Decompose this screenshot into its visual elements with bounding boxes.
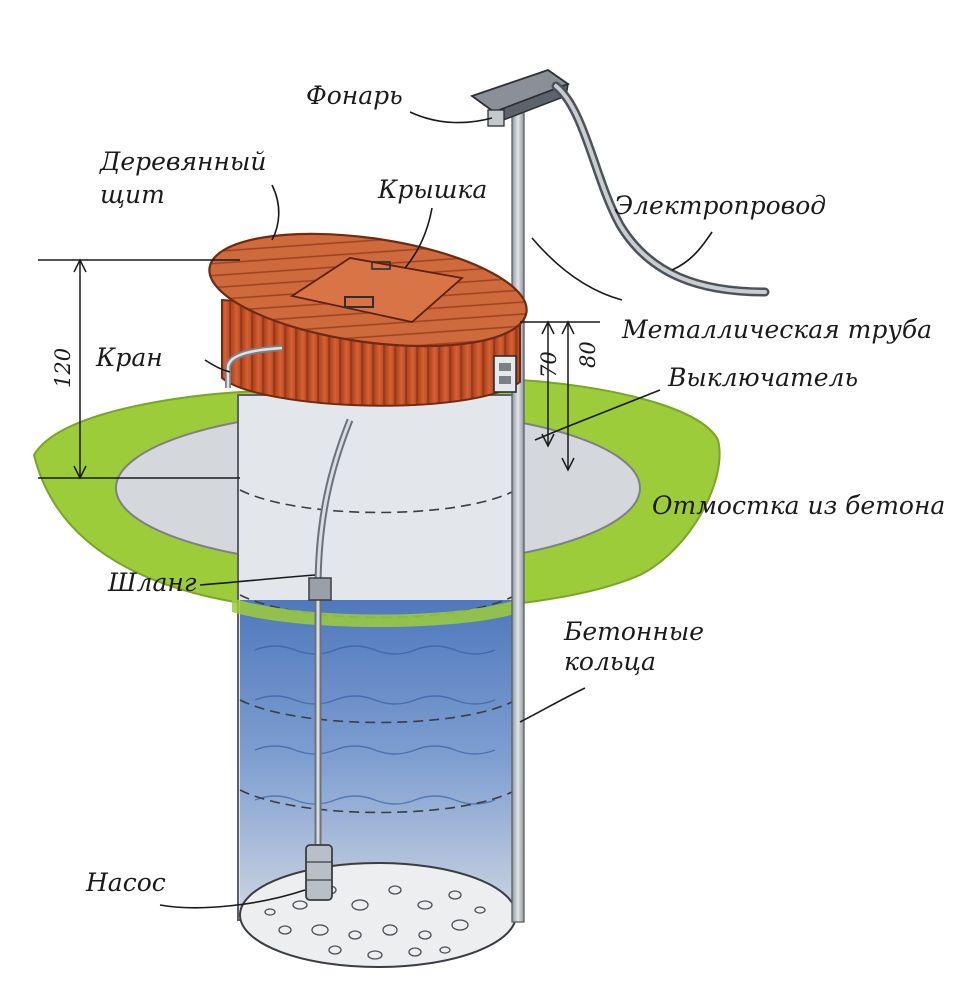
label-metal-pipe: Металлическая труба	[621, 315, 932, 344]
hose-coupling	[308, 577, 332, 601]
leader-lines	[159, 111, 713, 909]
label-tap: Кран	[95, 343, 163, 372]
label-wooden-shield-line2: щит	[100, 180, 165, 209]
hatch-lid	[289, 257, 464, 323]
dimension-lines	[38, 258, 600, 480]
lid-handle-back	[371, 261, 391, 270]
label-rings-line2: кольца	[564, 647, 656, 676]
label-switch: Выключатель	[667, 363, 858, 392]
metal-pipe	[511, 111, 525, 923]
lantern-icon	[470, 69, 570, 127]
water-waves	[254, 645, 496, 805]
tap-icon	[225, 345, 283, 388]
label-hose: Шланг	[107, 568, 197, 597]
switch-box-icon	[493, 355, 517, 393]
label-lid: Крышка	[377, 175, 487, 204]
dimension-80: 80	[576, 341, 600, 368]
pump-icon	[305, 844, 333, 901]
label-lantern: Фонарь	[306, 81, 403, 110]
label-rings-line1: Бетонные	[563, 617, 704, 646]
dimension-120: 120	[51, 348, 75, 388]
electric-cable	[551, 81, 770, 297]
label-concrete-apron: Отмостка из бетона	[652, 491, 945, 520]
grass-rim	[232, 598, 522, 627]
label-wooden-shield-line1: Деревянный	[99, 147, 266, 176]
lid-handle	[344, 296, 374, 308]
label-cable: Электропровод	[614, 191, 826, 220]
label-pump: Насос	[85, 868, 166, 897]
dimension-70: 70	[537, 351, 561, 378]
